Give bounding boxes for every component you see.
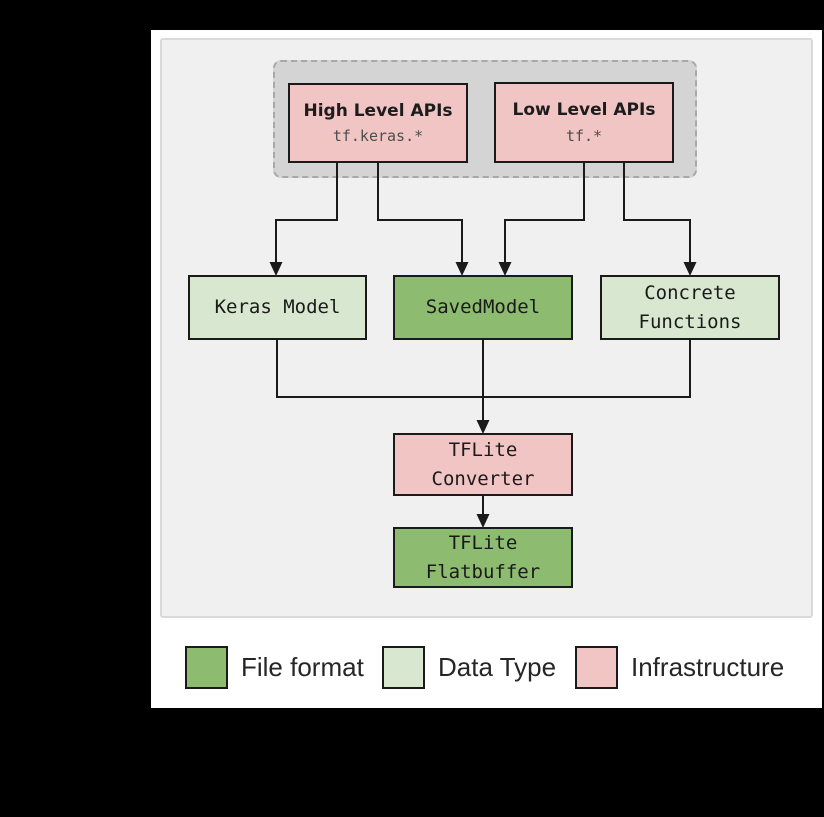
legend-swatch-data-type: [382, 646, 425, 689]
legend-label-data-type: Data Type: [438, 652, 557, 682]
high-level-apis-subtitle: tf.keras.*: [332, 127, 424, 146]
saved-model-label: SavedModel: [425, 296, 541, 319]
legend-swatch-infrastructure: [575, 646, 618, 689]
legend-item-data-type: Data Type: [382, 646, 556, 689]
legend-swatch-file-format: [185, 646, 228, 689]
low-level-apis-title: Low Level APIs: [512, 100, 656, 121]
node-tflite-converter: TFLite Converter: [393, 433, 573, 496]
node-concrete-functions: Concrete Functions: [600, 275, 780, 340]
keras-model-label: Keras Model: [214, 296, 341, 319]
node-low-level-apis: Low Level APIs tf.*: [494, 82, 674, 163]
legend-item-file-format: File format: [185, 646, 364, 689]
high-level-apis-title: High Level APIs: [303, 100, 453, 121]
low-level-apis-subtitle: tf.*: [565, 126, 603, 145]
node-tflite-flatbuffer: TFLite Flatbuffer: [393, 527, 573, 588]
tflite-converter-label: TFLite Converter: [431, 439, 535, 490]
node-saved-model: SavedModel: [393, 275, 573, 340]
legend-label-infrastructure: Infrastructure: [631, 652, 785, 682]
legend-label-file-format: File format: [241, 652, 364, 682]
node-keras-model: Keras Model: [188, 275, 367, 340]
legend-item-infrastructure: Infrastructure: [575, 646, 784, 689]
tflite-flatbuffer-label: TFLite Flatbuffer: [425, 532, 541, 583]
node-high-level-apis: High Level APIs tf.keras.*: [288, 83, 468, 163]
concrete-functions-label: Concrete Functions: [638, 282, 748, 333]
